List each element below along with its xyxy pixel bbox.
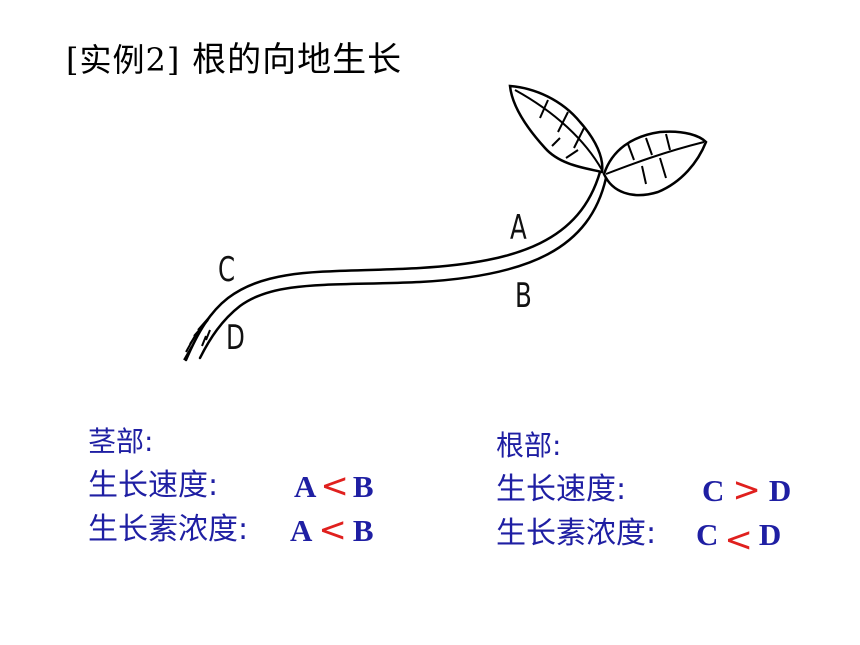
stem-speed-left: A [294,469,317,504]
root-auxin-row: 生长素浓度: C<D [496,512,836,560]
root-auxin-label: 生长素浓度: [496,516,657,551]
stem-auxin-right: B [352,513,374,548]
stem-speed-row: 生长速度: A<B [88,464,428,508]
stem-speed-label: 生长速度: [88,468,219,503]
title-text: 根的向地生长 [192,40,403,80]
stem-auxin-row: 生长素浓度: A<B [88,508,428,552]
root-panel: 根部: 生长速度: C>D 生长素浓度: C<D [496,424,836,560]
root-speed-left: C [702,473,725,508]
stem-heading: 茎部: [88,425,154,458]
example-tag: [实例2] [66,41,181,79]
stem-speed-comparison: A<B [294,464,374,509]
stem-speed-relation: < [320,466,349,506]
stem-auxin-label: 生长素浓度: [88,512,249,547]
root-auxin-relation: < [724,520,753,560]
root-auxin-comparison: C<D [696,512,782,560]
root-speed-right: D [768,473,792,508]
seedling-stem [184,170,608,362]
root-hairs [183,313,213,361]
root-speed-comparison: C>D [702,468,791,513]
stem-speed-right: B [352,469,374,504]
label-b: B [515,276,532,316]
label-d: D [226,318,245,358]
root-heading: 根部: [496,429,562,462]
stem-auxin-comparison: A<B [290,508,374,553]
root-speed-relation: > [732,470,761,510]
label-a: A [510,208,527,248]
root-auxin-left: C [696,517,719,552]
label-c: C [218,250,236,290]
stem-auxin-relation: < [318,510,347,550]
root-auxin-right: D [758,517,782,552]
root-speed-label: 生长速度: [496,472,627,507]
right-leaf [602,130,708,197]
stem-auxin-left: A [290,513,313,548]
left-leaf [508,84,604,174]
stem-panel: 茎部: 生长速度: A<B 生长素浓度: A<B [88,420,428,552]
slide-title: [实例2] 根的向地生长 [66,32,402,81]
root-speed-row: 生长速度: C>D [496,468,836,512]
